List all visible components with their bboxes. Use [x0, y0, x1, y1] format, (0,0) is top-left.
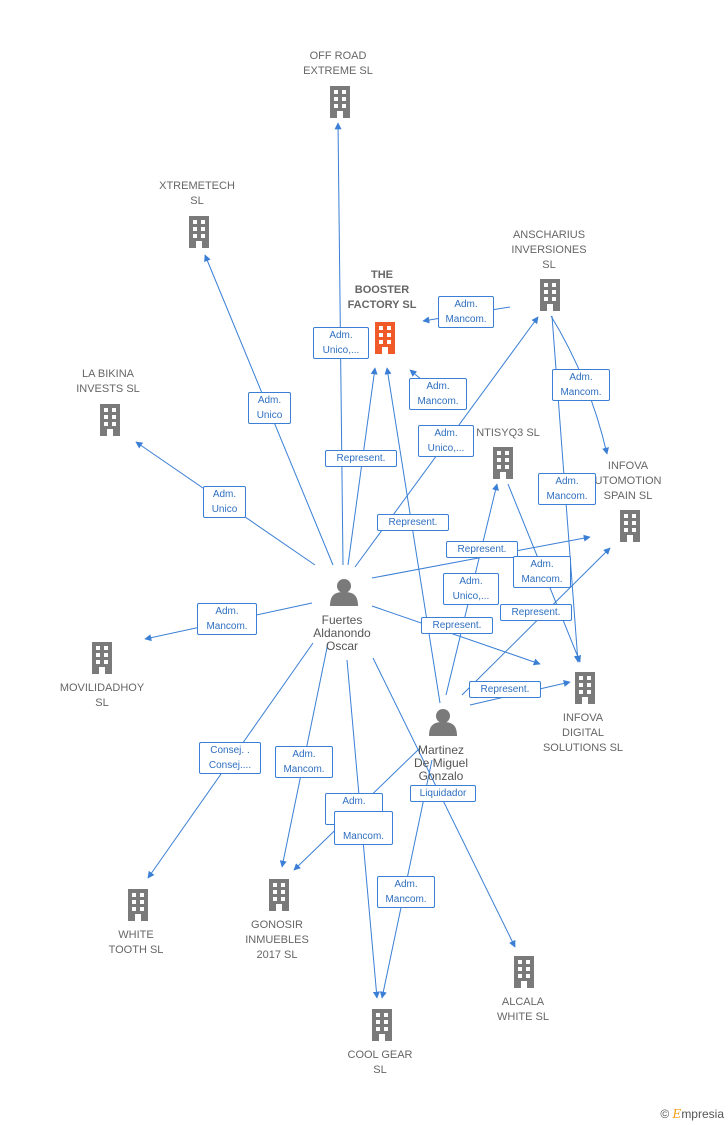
node-infova-dig-label[interactable]: INFOVA DIGITAL SOLUTIONS SL: [542, 712, 624, 754]
edge-label[interactable]: Represent.: [325, 450, 397, 467]
node-movilidad-label[interactable]: MOVILIDADHOY SL: [59, 682, 145, 709]
building-icon-highlight: [375, 322, 395, 354]
node-coolgear-label[interactable]: COOL GEAR SL: [347, 1049, 413, 1076]
person-icon: [429, 709, 457, 736]
building-icon: [100, 404, 120, 436]
node-anscharius-label[interactable]: ANSCHARIUS INVERSIONES SL: [511, 229, 587, 271]
edge-label[interactable]: Adm. Mancom.: [275, 746, 333, 778]
node-martinez-label[interactable]: Martinez De Miguel Gonzalo: [413, 743, 469, 783]
edge-label[interactable]: Adm. Unico: [203, 486, 246, 518]
edge-martinez-booster: [384, 367, 441, 704]
building-icon: [620, 510, 640, 542]
edge-label[interactable]: Mancom.: [334, 811, 393, 845]
building-icon: [92, 642, 112, 674]
edge-label[interactable]: Adm. Mancom.: [538, 473, 596, 505]
node-xtremetech-label[interactable]: XTREMETECH SL: [159, 180, 235, 207]
edge-martinez-infova-auto: [461, 547, 611, 696]
node-gonosir-label[interactable]: GONOSIR INMUEBLES 2017 SL: [245, 919, 309, 961]
building-icon: [575, 672, 595, 704]
node-fuertes-label[interactable]: Fuertes Aldanondo Oscar: [313, 613, 371, 653]
building-icon: [514, 956, 534, 988]
person-icon: [330, 579, 358, 606]
edge-label[interactable]: Represent.: [446, 541, 518, 558]
building-icon: [189, 216, 209, 248]
edge-label[interactable]: Represent.: [500, 604, 572, 621]
edge-label[interactable]: Adm. Mancom.: [438, 296, 494, 328]
node-infova-auto-label[interactable]: INFOVA UTOMOTION SPAIN SL: [594, 460, 662, 502]
copyright-notice: © Empresia: [660, 1107, 724, 1121]
edge-label[interactable]: Adm. Mancom.: [552, 369, 610, 401]
building-icon: [269, 879, 289, 911]
edge-label[interactable]: Adm. Mancom.: [513, 556, 571, 588]
edge-label[interactable]: Adm. Mancom.: [409, 378, 467, 410]
building-icon: [330, 86, 350, 118]
edge-label[interactable]: Adm. Unico,...: [313, 327, 369, 359]
edge-label[interactable]: Adm. Unico,...: [418, 425, 474, 457]
edge-label[interactable]: Consej. . Consej....: [199, 742, 261, 774]
building-icon: [372, 1009, 392, 1041]
edge-label[interactable]: Represent.: [469, 681, 541, 698]
node-ntisyq3-label[interactable]: NTISYQ3 SL: [476, 427, 540, 439]
edge-fuertes-infova-dig: [371, 605, 541, 666]
building-icon: [540, 279, 560, 311]
edge-label[interactable]: Adm. Mancom.: [197, 603, 257, 635]
edge-label[interactable]: Adm. Mancom.: [377, 876, 435, 908]
edge-label[interactable]: Adm. Unico,...: [443, 573, 499, 605]
building-icon: [128, 889, 148, 921]
edge-label[interactable]: Represent.: [421, 617, 493, 634]
edge-label[interactable]: Adm. Unico: [248, 392, 291, 424]
node-offroad-label[interactable]: OFF ROAD EXTREME SL: [303, 50, 373, 77]
edge-label[interactable]: Represent.: [377, 514, 449, 531]
node-booster-label[interactable]: THE BOOSTER FACTORY SL: [347, 269, 417, 311]
node-bikina-label[interactable]: LA BIKINA INVESTS SL: [76, 368, 140, 395]
edge-label[interactable]: Liquidador: [410, 785, 476, 802]
node-white-label[interactable]: WHITE TOOTH SL: [108, 929, 164, 956]
copyright-symbol: ©: [660, 1107, 670, 1121]
building-icon: [493, 447, 513, 479]
node-alcala-label[interactable]: ALCALA WHITE SL: [497, 996, 549, 1023]
edge-fuertes-alcala: [372, 657, 516, 948]
brand-name: mpresia: [681, 1107, 724, 1121]
brand-logo-letter: E: [672, 1107, 682, 1121]
